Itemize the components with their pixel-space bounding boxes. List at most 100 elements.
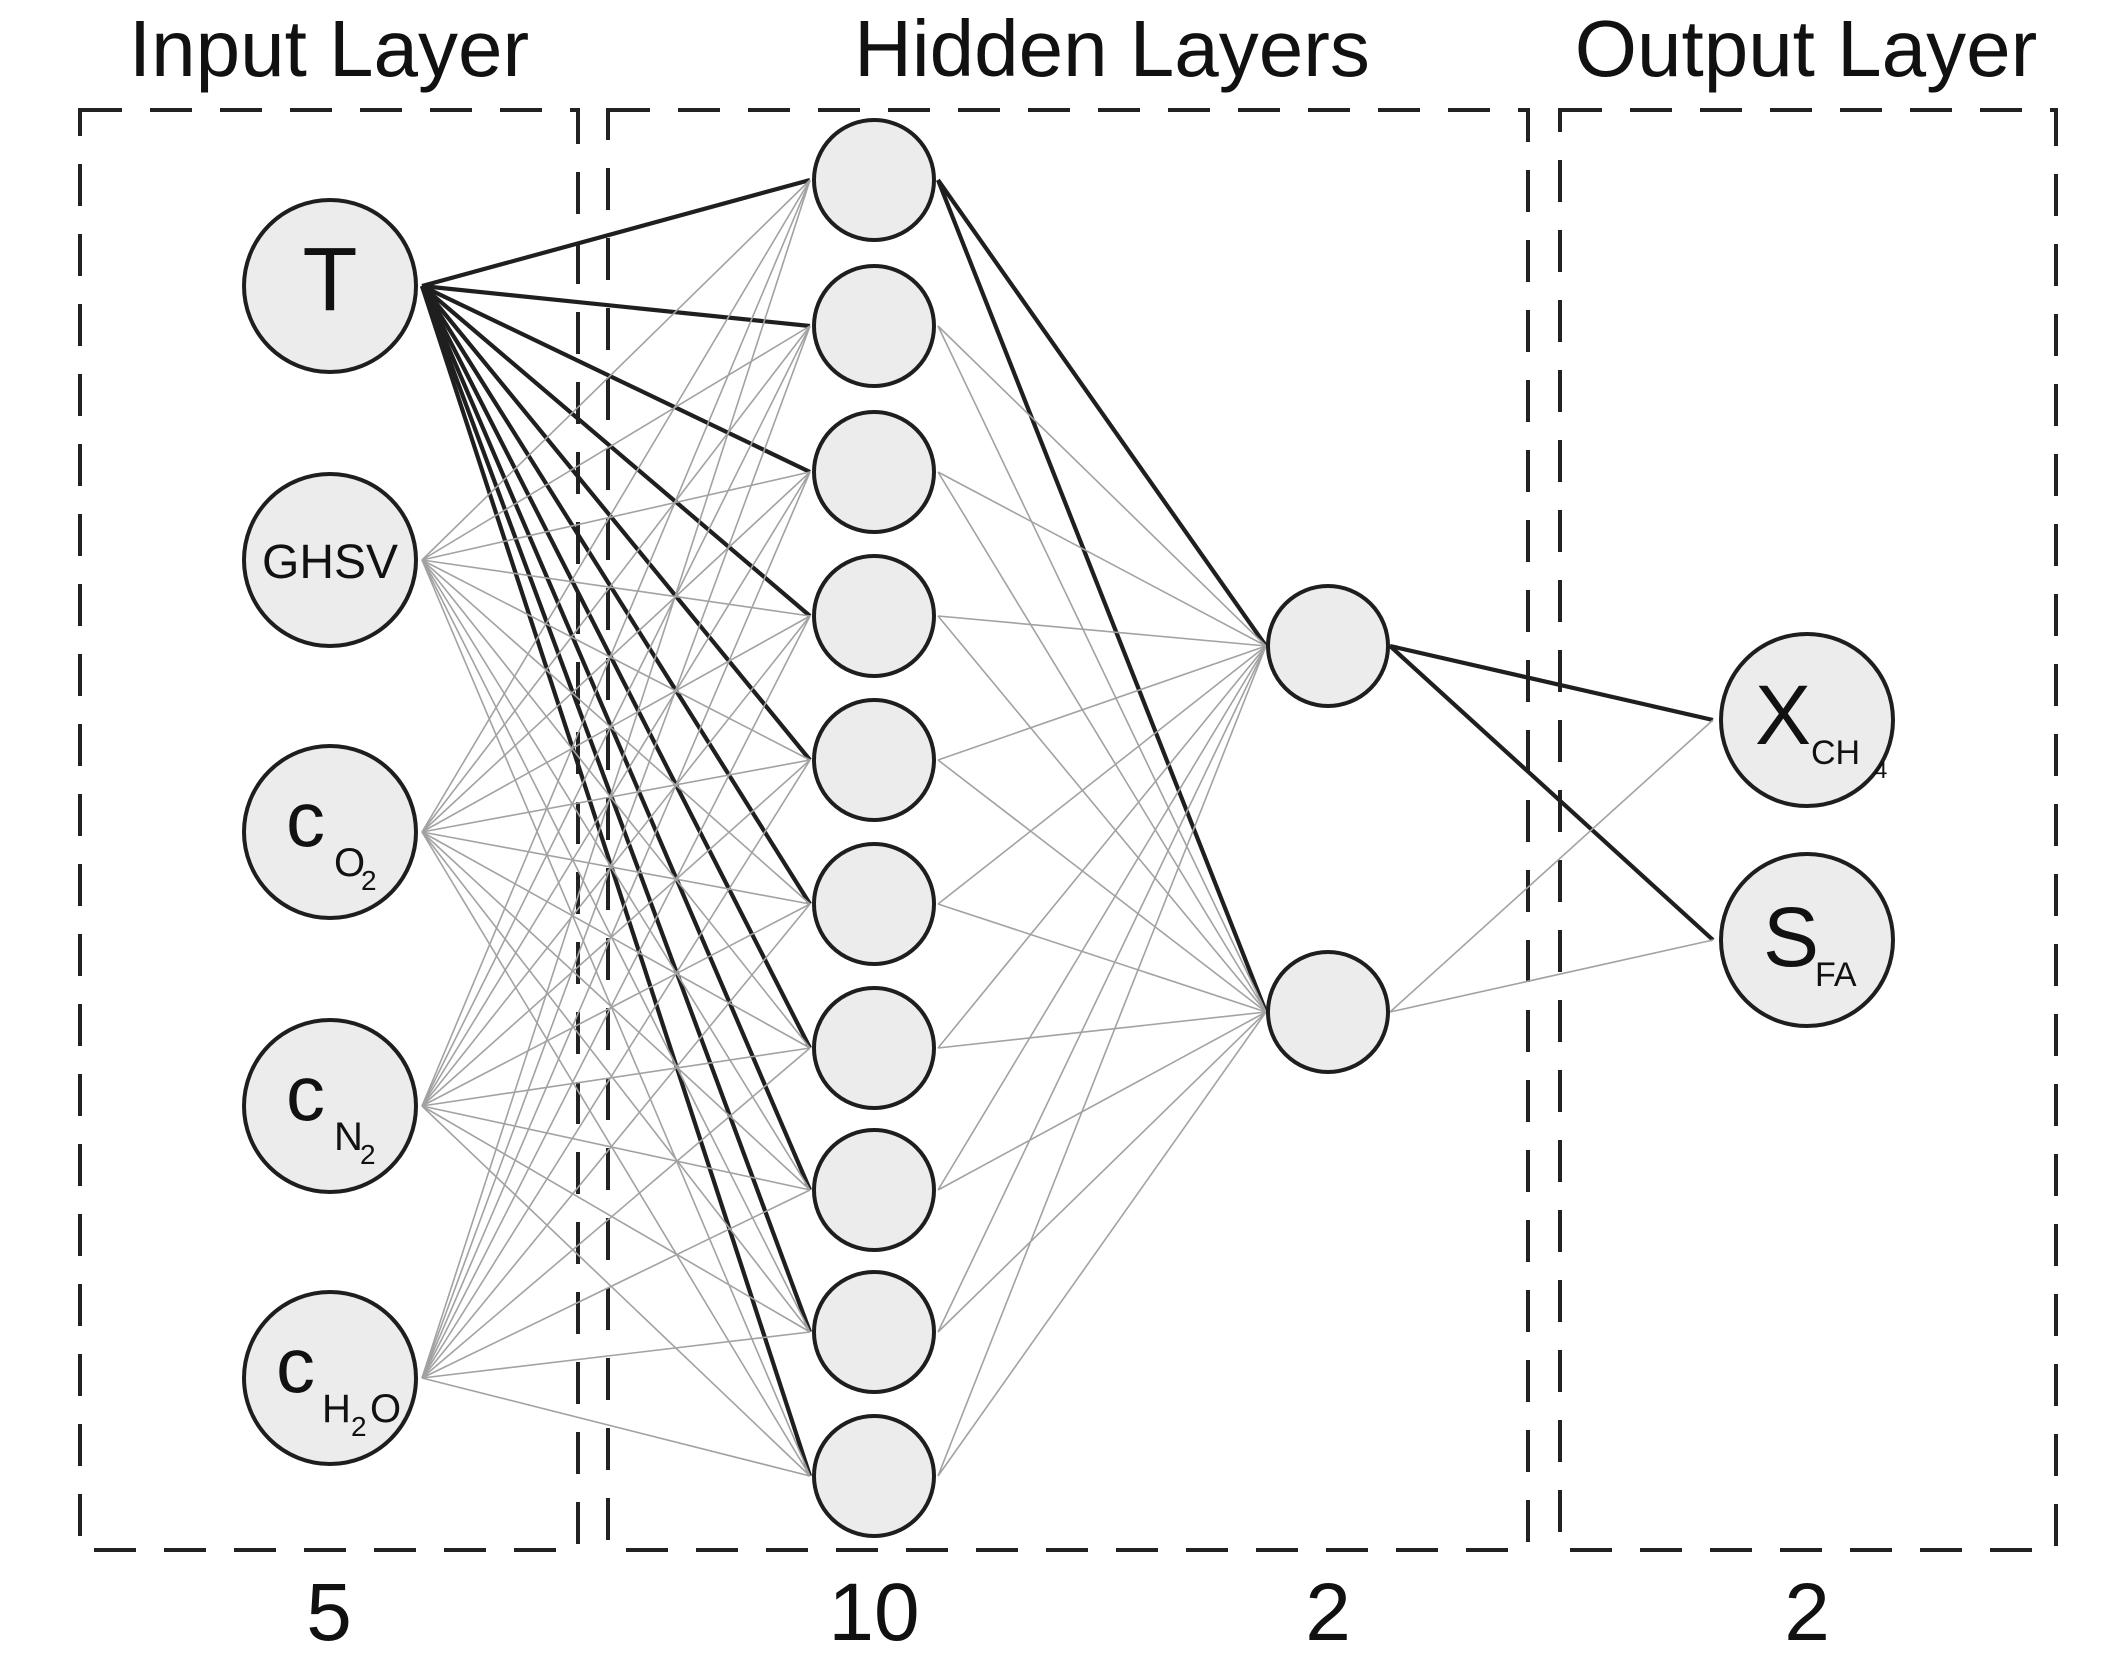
edge-input-3-hidden1-4	[421, 615, 811, 833]
edge-input-4-hidden1-6	[421, 903, 811, 1107]
edge-input-3-hidden1-2	[421, 325, 811, 833]
edge-input-2-hidden1-7	[421, 559, 811, 1049]
edge-input-1-hidden1-2	[421, 283, 811, 329]
edge-hidden2-2-output-1	[1389, 719, 1714, 1013]
edge-input-4-hidden1-1	[421, 179, 811, 1107]
edge-hidden1-5-hidden2-2	[937, 759, 1267, 1013]
output-label-formaldehyde-selectivity: S	[1763, 890, 1819, 984]
edge-input-2-hidden1-4	[421, 559, 811, 617]
edge-hidden1-8-hidden2-2	[937, 1011, 1267, 1191]
edge-input-4-hidden1-4	[421, 615, 811, 1107]
hidden-layer-1-node-count: 10	[828, 1567, 919, 1654]
input-node-5	[242, 1290, 418, 1466]
edge-input-5-hidden1-6	[421, 903, 811, 1379]
input-label-o2-main: c	[286, 775, 325, 863]
edge-hidden1-2-hidden2-1	[937, 325, 1267, 647]
edge-input-4-hidden1-2	[421, 325, 811, 1107]
edge-input-5-hidden1-10	[421, 1377, 811, 1477]
output-layer-title: Output Layer	[1575, 4, 2038, 93]
hidden-layer-1-node-10	[812, 1414, 936, 1538]
edge-hidden1-9-hidden2-2	[937, 1011, 1267, 1333]
edge-hidden2-1-output-1	[1389, 643, 1714, 723]
hidden-layers-box	[606, 108, 1530, 1552]
edge-input-3-hidden1-1	[421, 179, 811, 833]
edge-input-1-hidden1-9	[420, 285, 812, 1333]
edge-input-5-hidden1-8	[421, 1189, 811, 1379]
input-label-h2o-sub: H	[322, 1387, 351, 1431]
hidden-layer-1-node-3	[812, 410, 936, 534]
edge-input-2-hidden1-1	[421, 179, 811, 561]
edge-input-2-hidden1-5	[421, 559, 811, 761]
edge-input-5-hidden1-7	[421, 1047, 811, 1379]
edge-input-5-hidden1-2	[421, 325, 811, 1379]
output-node-count: 2	[1784, 1567, 1830, 1654]
edge-input-4-hidden1-5	[421, 759, 811, 1107]
hidden-layers-title: Hidden Layers	[854, 4, 1370, 93]
output-label-methane-subscript: 4	[1874, 757, 1887, 784]
input-layer-box	[78, 108, 580, 1552]
network-edges	[420, 177, 1715, 1477]
edge-input-2-hidden1-2	[421, 325, 811, 561]
edge-input-2-hidden1-10	[421, 559, 811, 1477]
edge-input-5-hidden1-4	[421, 615, 811, 1379]
edge-input-1-hidden1-1	[421, 177, 811, 289]
edge-hidden1-4-hidden2-1	[937, 615, 1267, 647]
edge-hidden1-8-hidden2-1	[937, 645, 1267, 1191]
input-node-4	[242, 1018, 418, 1194]
input-label-h2o-subscript: 2	[351, 1411, 367, 1442]
edge-input-3-hidden1-10	[421, 831, 811, 1477]
edge-input-3-hidden1-3	[421, 471, 811, 833]
layer-boxes	[78, 108, 2058, 1552]
output-label-formaldehyde-sub: FA	[1815, 956, 1857, 994]
output-label-methane-sub: CH	[1811, 734, 1860, 772]
hidden-layer-1-node-9	[812, 1270, 936, 1394]
edge-input-1-hidden1-5	[420, 284, 812, 762]
edge-input-1-hidden1-8	[420, 285, 812, 1191]
edge-input-5-hidden1-1	[421, 179, 811, 1379]
edge-input-1-hidden1-6	[420, 284, 812, 906]
input-node-1	[242, 198, 418, 374]
edge-hidden1-1-hidden2-2	[936, 179, 1268, 1013]
output-node-2	[1719, 852, 1895, 1028]
output-node-1	[1719, 632, 1895, 808]
edge-hidden1-4-hidden2-2	[937, 615, 1267, 1013]
edge-hidden1-10-hidden2-2	[937, 1011, 1267, 1477]
edge-input-3-hidden1-9	[421, 831, 811, 1333]
input-label-o2-sub: O	[334, 841, 365, 885]
input-label-h2o-suffix: O	[370, 1387, 401, 1431]
edge-input-5-hidden1-3	[421, 471, 811, 1379]
edge-hidden1-1-hidden2-1	[936, 178, 1268, 648]
hidden-layer-2-node-1	[1266, 584, 1390, 708]
edge-hidden1-5-hidden2-1	[937, 645, 1267, 761]
output-layer-box	[1558, 108, 2058, 1552]
hidden-layer-1-node-5	[812, 698, 936, 822]
hidden-layer-1-node-7	[812, 986, 936, 1110]
output-label-methane-conversion: X	[1755, 668, 1811, 762]
edge-input-3-hidden1-8	[421, 831, 811, 1191]
edge-input-1-hidden1-4	[420, 284, 812, 618]
edge-input-3-hidden1-5	[421, 759, 811, 833]
edge-input-1-hidden1-7	[420, 285, 812, 1049]
hidden-layer-1-node-2	[812, 264, 936, 388]
edge-hidden1-7-hidden2-1	[937, 645, 1267, 1049]
edge-input-1-hidden1-10	[420, 285, 812, 1477]
edge-input-1-hidden1-3	[421, 284, 811, 474]
input-node-count: 5	[306, 1567, 352, 1654]
edge-input-3-hidden1-7	[421, 831, 811, 1049]
input-label-ghsv: GHSV	[262, 536, 398, 589]
edge-input-2-hidden1-9	[421, 559, 811, 1333]
edge-input-4-hidden1-8	[421, 1105, 811, 1191]
hidden-layer-2-node-count: 2	[1305, 1567, 1351, 1654]
edge-hidden1-10-hidden2-1	[937, 645, 1267, 1477]
input-label-temperature: T	[303, 230, 358, 330]
hidden-layer-1-node-1	[812, 118, 936, 242]
hidden-layer-1-node-6	[812, 842, 936, 966]
edge-input-4-hidden1-9	[421, 1105, 811, 1333]
input-label-n2-main: c	[286, 1049, 325, 1137]
edge-hidden1-3-hidden2-2	[937, 471, 1267, 1013]
edge-input-2-hidden1-3	[421, 471, 811, 561]
edge-input-4-hidden1-3	[421, 471, 811, 1107]
edge-hidden1-3-hidden2-1	[937, 471, 1267, 647]
input-node-3	[242, 744, 418, 920]
